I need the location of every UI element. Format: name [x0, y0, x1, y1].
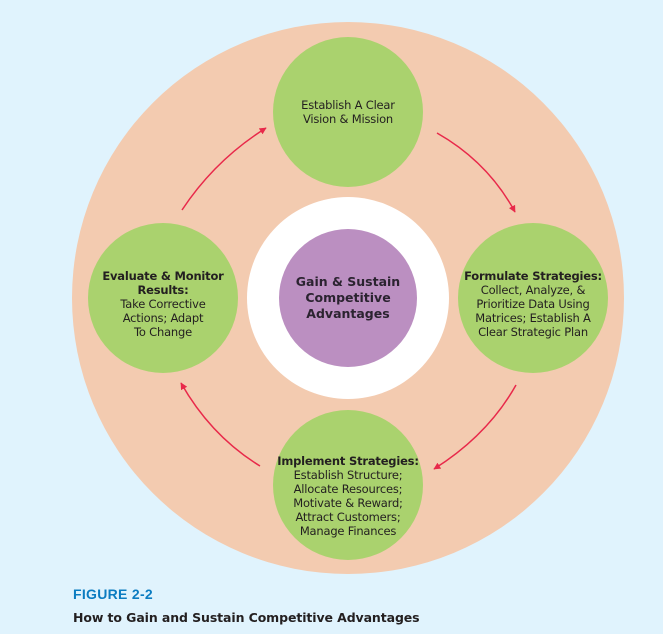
center-circle [279, 229, 417, 367]
node-line: Take Corrective [120, 297, 206, 311]
node-circle-implement-strategies [273, 410, 423, 560]
center-line: Competitive [305, 290, 391, 305]
node-implement-strategies: Implement Strategies: Establish Structur… [268, 451, 428, 541]
node-title: Formulate Strategies: [464, 269, 602, 283]
node-formulate-strategies: Formulate Strategies: Collect, Analyze, … [458, 266, 608, 342]
node-line: Collect, Analyze, & [480, 283, 586, 297]
node-title: Evaluate & Monitor [102, 269, 224, 283]
node-line: Vision & Mission [302, 112, 394, 126]
node-line: Establish Structure; [293, 468, 403, 482]
node-circle-vision-mission [273, 37, 423, 187]
node-line: Establish A Clear [301, 98, 395, 112]
node-line: To Change [134, 325, 192, 339]
node-line: Prioritize Data Using [476, 297, 590, 311]
node-line: Actions; Adapt [122, 311, 204, 325]
center-line: Advantages [306, 306, 390, 321]
node-line: Matrices; Establish A [475, 311, 591, 325]
node-line: Attract Customers; [295, 510, 401, 524]
node-line: Manage Finances [299, 524, 397, 538]
arrow-evaluate-to-vision [181, 127, 267, 211]
node-line: Allocate Resources; [293, 482, 403, 496]
cycle-diagram [72, 22, 624, 574]
node-vision-mission: Establish A Clear Vision & Mission [273, 96, 423, 128]
arrow-formulate-to-implement [433, 384, 517, 470]
arrow-vision-to-formulate [436, 132, 516, 213]
center-label: Gain & Sustain Competitive Advantages [283, 262, 413, 334]
figure-title: How to Gain and Sustain Competitive Adva… [73, 610, 420, 625]
node-line: Clear Strategic Plan [478, 325, 588, 339]
node-line: Motivate & Reward; [293, 496, 403, 510]
figure-label: FIGURE 2-2 [73, 586, 154, 602]
node-title: Implement Strategies: [277, 454, 419, 468]
node-circle-evaluate-monitor [88, 223, 238, 373]
node-circle-formulate-strategies [458, 223, 608, 373]
node-title: Results: [137, 283, 189, 297]
arrow-implement-to-evaluate [180, 382, 261, 467]
center-line: Gain & Sustain [295, 274, 401, 289]
node-evaluate-monitor: Evaluate & Monitor Results: Take Correct… [88, 266, 238, 342]
